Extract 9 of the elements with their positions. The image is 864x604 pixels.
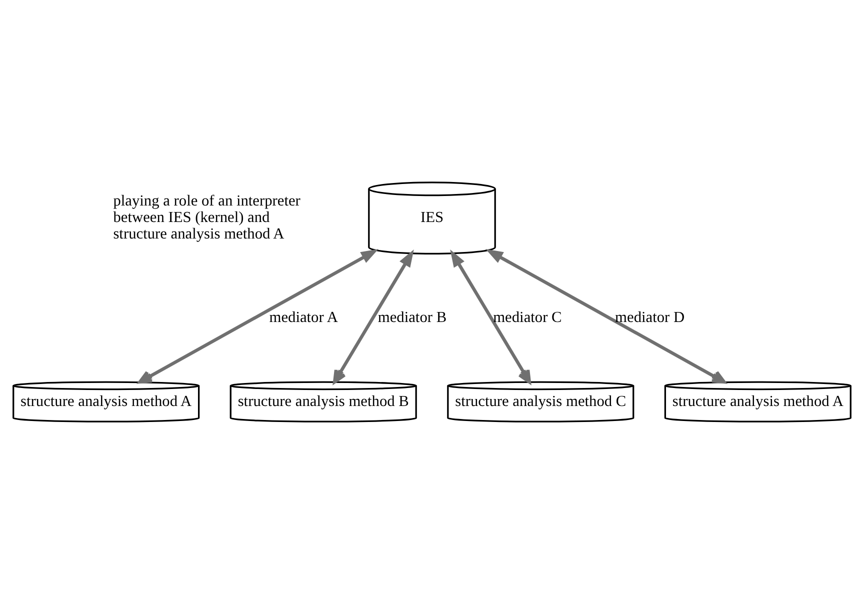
arrow — [333, 249, 414, 384]
arrow — [138, 248, 378, 384]
edge-label: mediator A — [269, 308, 338, 326]
edge-label: mediator C — [493, 308, 562, 326]
label: playing a role of an interpreter between IES (kernel) and structure analysis method A — [113, 192, 300, 243]
arrow — [486, 248, 726, 384]
arrow — [450, 249, 531, 384]
edge-label: mediator B — [378, 308, 447, 326]
edge-label: mediator D — [615, 308, 685, 326]
